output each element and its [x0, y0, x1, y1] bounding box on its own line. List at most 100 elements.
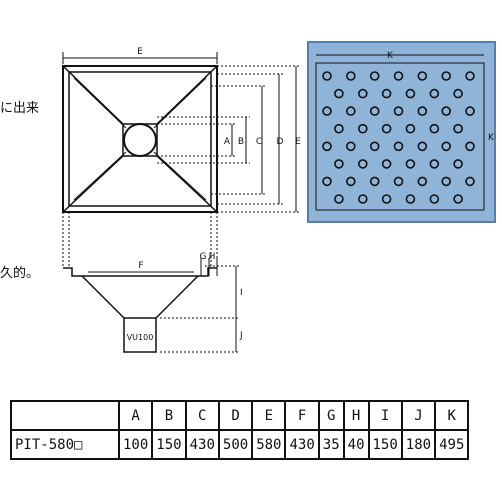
grate-hole [381, 88, 392, 99]
dim-label-g: G [200, 252, 207, 262]
grate-holes [322, 71, 475, 204]
pit-side-view [63, 258, 237, 353]
grate-hole [465, 176, 475, 187]
grate-hole [417, 106, 428, 116]
header-cell: J [400, 400, 437, 431]
dimension-lines [62, 65, 300, 353]
header-cell: H [342, 400, 370, 431]
grate-hole [453, 88, 463, 99]
grate-hole [405, 159, 416, 169]
grate-hole [405, 123, 416, 134]
grate-hole [393, 71, 404, 81]
grate-hole [334, 194, 344, 204]
grate-inner-frame [315, 62, 485, 211]
grate-hole [453, 159, 463, 169]
dim-label-h: H [209, 252, 216, 262]
value-cell: 580 [251, 429, 287, 460]
value-cell: 150 [151, 429, 187, 460]
grate-hole [369, 106, 380, 116]
header-cell: G [317, 400, 345, 431]
grate-hole [322, 106, 332, 116]
grate-hole [405, 194, 416, 204]
grate-view: K K [307, 41, 496, 223]
pit-top-view [62, 52, 218, 213]
grate-hole [345, 106, 356, 116]
grate-hole [393, 106, 404, 116]
value-cell: 430 [284, 429, 320, 460]
dim-label-c: C [256, 137, 262, 147]
grate-hole [381, 159, 392, 169]
dim-label-b: B [238, 137, 244, 147]
grate-hole [453, 123, 463, 134]
grate-hole [334, 159, 344, 169]
header-cell: C [184, 400, 220, 431]
grate-hole [322, 176, 332, 187]
grate-hole [441, 71, 452, 81]
grate-hole [369, 141, 380, 152]
grate-hole [417, 71, 428, 81]
grate-hole [334, 123, 344, 134]
grate-hole [465, 71, 475, 81]
outlet-label: VU100 [127, 333, 154, 342]
grate-hole [465, 141, 475, 152]
header-cell: K [434, 400, 470, 431]
grate-hole [322, 71, 332, 81]
dim-label-k-side: K [488, 133, 495, 143]
value-cell: 40 [342, 429, 370, 460]
side-text-upper: に出来 [0, 101, 40, 116]
header-cell: A [117, 400, 154, 431]
grate-hole [465, 106, 475, 116]
grate-hole [357, 159, 368, 169]
header-cell: B [151, 400, 187, 431]
pit-technical-drawing: E A B C D E F G H I J VU100 K K [62, 41, 496, 353]
dim-label-f: F [138, 261, 143, 271]
header-cell: F [284, 400, 320, 431]
grate-hole [441, 141, 452, 152]
dim-label-k-top: K [387, 51, 394, 61]
grate-hole [441, 106, 452, 116]
spec-table: A B C D E F G H I J K PIT-580□ 100 150 4… [10, 400, 470, 460]
value-cell: 500 [217, 429, 254, 460]
grate-hole [453, 194, 463, 204]
dim-label-i: I [240, 288, 243, 298]
header-cell [10, 400, 120, 431]
value-cell: 35 [317, 429, 345, 460]
grate-hole [357, 123, 368, 134]
grate-hole [369, 71, 380, 81]
header-cell: D [217, 400, 254, 431]
grate-hole [417, 141, 428, 152]
grate-hole [429, 159, 440, 169]
grate-hole [429, 123, 440, 134]
side-text-lower: 久的。 [0, 266, 40, 281]
grate-hole [441, 176, 452, 187]
grate-hole [357, 88, 368, 99]
grate-hole [393, 141, 404, 152]
value-cell: 180 [400, 429, 437, 460]
grate-hole [429, 88, 440, 99]
value-cell: 430 [184, 429, 220, 460]
grate-hole [345, 141, 356, 152]
dim-label-j: J [239, 331, 243, 341]
grate-hole [334, 88, 344, 99]
table-row: PIT-580□ 100 150 430 500 580 430 35 40 1… [10, 429, 470, 460]
grate-hole [417, 176, 428, 187]
model-cell: PIT-580□ [10, 429, 120, 460]
header-cell: E [251, 400, 287, 431]
value-cell: 150 [367, 429, 403, 460]
grate-hole [429, 194, 440, 204]
header-cell: I [367, 400, 403, 431]
grate-hole [345, 71, 356, 81]
value-cell: 100 [117, 429, 154, 460]
grate-hole [369, 176, 380, 187]
dim-label-e-top: E [137, 47, 143, 57]
table-header-row: A B C D E F G H I J K [10, 400, 470, 431]
dim-label-a: A [224, 137, 231, 147]
grate-hole [345, 176, 356, 187]
dim-label-e-side: E [295, 137, 301, 147]
grate-hole [381, 194, 392, 204]
grate-hole [357, 194, 368, 204]
value-cell: 495 [434, 429, 470, 460]
grate-hole [381, 123, 392, 134]
dim-label-d: D [277, 137, 284, 147]
grate-hole [322, 141, 332, 152]
